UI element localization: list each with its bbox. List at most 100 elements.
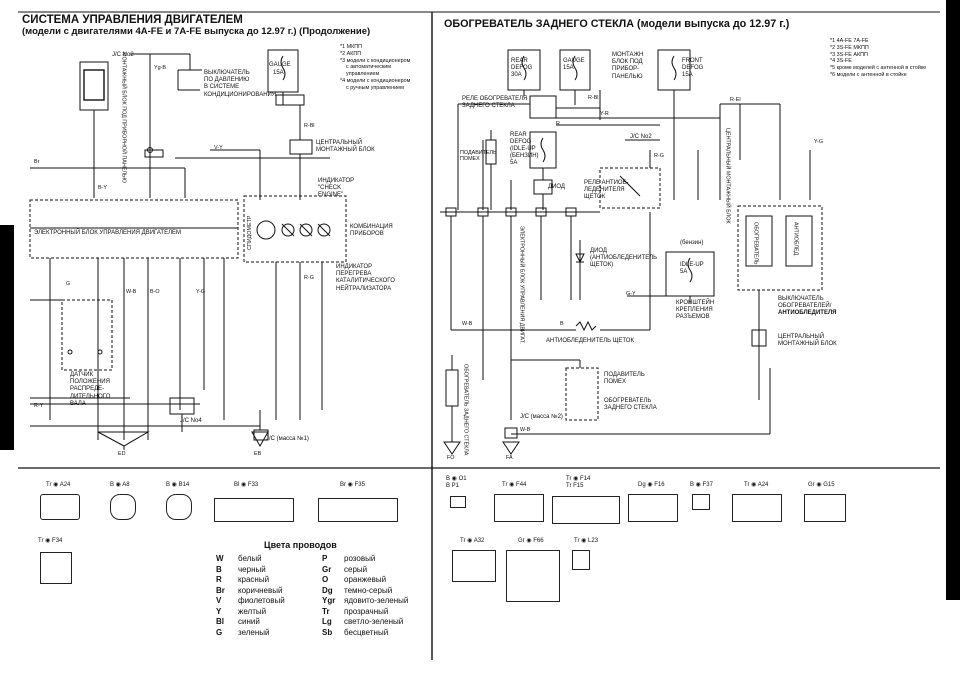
connector-label: Gr ◉ G15 <box>808 482 835 488</box>
diode-anti-label: ДИОД (АНТИОБЛЕДЕНИТЕЛЬ ЩЕТОК) <box>590 248 658 269</box>
bracket-label: КРОНШТЕЙН КРЕПЛЕНИЯ РАЗЪЕМОВ <box>676 300 715 321</box>
check-engine-label: ИНДИКАТОР "CHECK ENGINE" <box>318 178 355 199</box>
rear-heater-vertical-label: ОБОГРЕВАТЕЛЬ ЗАДНЕГО СТЕКЛА <box>462 364 469 456</box>
speedometer-label: СПИДОМЕТР <box>247 215 253 250</box>
connector-label: Tr ◉ L23 <box>574 538 599 544</box>
connector-label: Tr ◉ F34 <box>38 538 63 544</box>
connector-shape <box>318 498 398 522</box>
noise-filter-label: ПОДАВИТЕЛЬ ПОМЕХ <box>460 150 497 163</box>
wiper-relay <box>599 167 661 209</box>
gauge-label-left: GAUGE <box>269 62 291 68</box>
noise-filter2-label: ПОДАВИТЕЛЬ ПОМЕХ <box>604 372 645 386</box>
connector-shape <box>40 494 80 520</box>
connector-label: B ◉ A8 <box>110 482 130 488</box>
wire-label: R-Y <box>34 403 44 409</box>
diode-label: ДИОД <box>548 184 565 190</box>
idle-up-5a-label: IDLE-UP 5A <box>680 262 704 276</box>
sensor-label: ДАТЧИК ПОЛОЖЕНИЯ РАСПРЕДЕ- ЛИТЕЛЬНОГО ВА… <box>70 372 111 407</box>
wire-label: B <box>560 321 564 327</box>
connector-shape <box>572 550 590 570</box>
connector-shape <box>692 494 710 510</box>
wire-label: G <box>66 281 71 287</box>
obogrevatel-label: ОБОГРЕВАТЕЛЬ <box>752 222 759 265</box>
jc-no4-label: J/C No4 <box>180 418 202 424</box>
connector-label: Gr ◉ F66 <box>518 538 544 544</box>
connector-label: Dg ◉ F16 <box>638 482 665 488</box>
connector-label: B ◉ B14 <box>166 482 190 488</box>
rear-heater-label: ОБОГРЕВАТЕЛЬ ЗАДНЕГО СТЕКЛА <box>604 398 657 412</box>
left-subtitle: (модели с двигателями 4A-FE и 7A-FE выпу… <box>22 26 371 37</box>
jc-no2-right-label: J/C No2 <box>630 134 652 140</box>
connector-label: B ◉ O1 B P1 <box>446 476 467 490</box>
wire-colors-title: Цвета проводов <box>264 540 337 550</box>
connector-label: Tr ◉ F14 Tr F15 <box>566 476 591 490</box>
left-notes: *1 МКПП *2 АКПП *3 модели с кондиционеро… <box>340 44 411 91</box>
connector-shape <box>804 494 846 522</box>
switch-label: ВЫКЛЮЧАТЕЛЬ ОБОГРЕВАТЕЛЕЙ/ АНТИОБЛЕДИТЕЛ… <box>778 296 837 317</box>
wire-label: Y-R <box>600 111 609 117</box>
wire-label: Yg-B <box>154 65 166 71</box>
central-block-label-left: ЦЕНТРАЛЬНЫЙ МОНТАЖНЫЙ БЛОК <box>316 140 375 154</box>
gauge-amp-left: 15A <box>273 70 284 76</box>
wire-label: Y-G <box>814 139 824 145</box>
wire-label: R-G <box>654 153 664 159</box>
ground-label: EB <box>254 451 262 457</box>
jc-mass1-label: J/C (масса №1) <box>266 436 309 442</box>
connector-shape <box>450 496 466 508</box>
wire-label: W-B <box>462 321 473 327</box>
connector-label: Tr ◉ F44 <box>502 482 527 488</box>
mount-block-label-right: МОНТАЖН БЛОК ПОД ПРИБОР- ПАНЕЛЬЮ <box>612 52 644 80</box>
switch-box <box>737 205 823 291</box>
connector-shape <box>452 550 496 582</box>
idle-up-benzin-label: REAR DEFOG (IDLE-UP (БЕНЗИН) 5A <box>510 132 539 166</box>
ecu-vertical-label: ЭЛЕКТРОННЫЙ БЛОК УПРАВЛЕНИЯ ДВИГАТ. <box>518 226 525 344</box>
connector-shape <box>40 552 72 584</box>
jc-no2-label: J/C No2 <box>112 52 134 58</box>
wire-label: W-B <box>520 427 531 433</box>
connector-label: Tr ◉ A24 <box>744 482 769 488</box>
jc-mass2-label: J/C (масса №2) <box>520 414 563 420</box>
ecu-block-left <box>29 199 239 259</box>
central-vertical-label: ЦЕНТРАЛЬНЫЙ МОНТАЖНЫЙ БЛОК <box>724 128 731 224</box>
gauge-label-right: GAUGE 15A <box>563 58 585 72</box>
wire-label: R-Bl <box>588 95 599 101</box>
rear-relay <box>529 95 557 119</box>
wire-label: R-G <box>304 275 314 281</box>
wire-label: B-Y <box>98 185 107 191</box>
wire-label: R <box>556 121 560 127</box>
connector-shape <box>494 494 544 522</box>
combination-label: КОМБИНАЦИЯ ПРИБОРОВ <box>350 224 393 238</box>
catalyst-label: ИНДИКАТОР ПЕРЕГРЕВА КАТАЛИТИЧЕСКОГО НЕЙТ… <box>336 264 395 292</box>
wiper-heater-label: АНТИОБЛЕДЕНИТЕЛЬ ЩЕТОК <box>546 338 634 344</box>
rear-defog-label: REAR DEFOG 30A <box>511 58 533 79</box>
connector-label: Bl ◉ F33 <box>234 482 259 488</box>
wire-label: Br <box>34 159 40 165</box>
connector-label: B ◉ F37 <box>690 482 713 488</box>
connector-shape <box>552 496 620 524</box>
antiobled-label: АНТИОБЛЕД. <box>792 222 799 257</box>
connector-shape <box>732 494 782 522</box>
connector-label: Tr ◉ A24 <box>46 482 71 488</box>
connector-shape <box>166 494 192 520</box>
connector-shape <box>628 494 678 522</box>
right-notes: *1 4A-FE 7A-FE *2 3S-FE МКПП *3 3S-FE АК… <box>830 38 927 78</box>
benzin-label: (бензин) <box>680 240 704 246</box>
wire-label: Y-G <box>196 289 206 295</box>
ground-label: FA <box>506 455 513 461</box>
mount-block-vertical-label: МОНТАЖНЫЙ БЛОК ПОД ПРИБОРНОЙ ПАНЕЛЬЮ <box>120 52 127 183</box>
central-block-label-right: ЦЕНТРАЛЬНЫЙ МОНТАЖНЫЙ БЛОК <box>778 334 837 348</box>
ground-label: FO <box>447 455 455 461</box>
connector-shape <box>110 494 136 520</box>
front-defog-label: FRONT DEFOG 15A <box>682 58 704 79</box>
connector-shape <box>506 550 560 602</box>
ecu-label-left: ЭЛЕКТРОННЫЙ БЛОК УПРАВЛЕНИЯ ДВИГАТЕЛЕМ <box>34 230 182 236</box>
connector-label: Tr ◉ A32 <box>460 538 485 544</box>
wire-label: R-Bl <box>304 123 315 129</box>
wire-label: G-Y <box>626 291 636 297</box>
pressure-switch-label: ВЫКЛЮЧАТЕЛЬ ПО ДАВЛЕНИЮ В СИСТЕМЕ КОНДИЦ… <box>204 70 277 98</box>
connector-shape <box>214 498 294 522</box>
ground-label: ED <box>118 451 126 457</box>
